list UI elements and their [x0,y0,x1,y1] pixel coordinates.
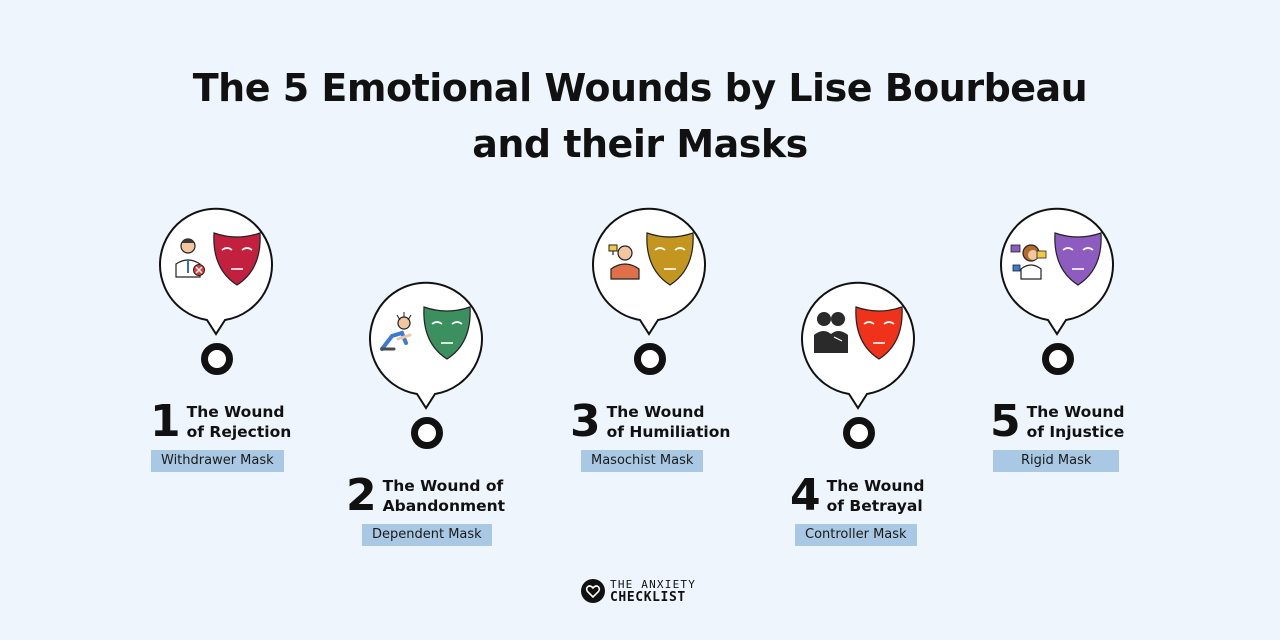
brand-text: THE ANXIETY CHECKLIST [610,578,696,604]
brand-line-2: CHECKLIST [610,590,686,605]
brand-line-1: THE ANXIETY [610,578,697,591]
title-line-1: The 5 Emotional Wounds by Lise Bourbeau [192,66,1088,110]
wound-number: 1 [150,396,181,447]
mask-badge: Masochist Mask [581,450,704,472]
wound-name: The Wound of Rejection [186,403,292,441]
wound-number: 5 [990,396,1021,447]
mask-badge: Rigid Mask [993,450,1120,472]
arguing-person-icon [1010,244,1047,280]
timeline-node [1042,343,1074,375]
wound-label: 2 The Wound of Abandonment [346,474,505,518]
wound-number: 2 [346,470,377,521]
wound-2: 2 The Wound of Abandonment Dependent Mas… [306,281,546,551]
wound-label: 1 The Wound of Rejection [150,400,291,444]
wound-3: 3 The Wound of Humiliation Masochist Mas… [529,207,769,477]
crawling-person-icon [380,312,412,351]
rejected-person-icon [175,238,205,278]
mask-icon [646,232,694,286]
mask-badge: Withdrawer Mask [151,450,284,472]
wound-4: 4 The Wound of Betrayal Controller Mask [738,281,978,551]
humiliated-person-icon [608,244,640,280]
heart-icon [581,579,605,603]
wound-1: 1 The Wound of Rejection Withdrawer Mask [96,207,336,477]
brand-logo: THE ANXIETY CHECKLIST [580,578,696,604]
wound-label: 5 The Wound of Injustice [990,400,1125,444]
speech-bubble [369,281,483,410]
timeline-node [201,343,233,375]
mask-icon [855,306,903,360]
wound-name: The Wound of Abandonment [382,477,506,515]
mask-icon [423,306,471,360]
wound-5: 5 The Wound of Injustice Rigid Mask [937,207,1177,477]
timeline-node [843,417,875,449]
wound-name: The Wound of Injustice [1026,403,1125,441]
speech-bubble [592,207,706,336]
wound-name: The Wound of Betrayal [826,477,925,515]
mask-icon [1054,232,1102,286]
mask-badge: Controller Mask [795,524,917,546]
title-line-2: and their Masks [472,122,808,166]
wound-name: The Wound of Humiliation [606,403,731,441]
page-title: The 5 Emotional Wounds by Lise Bourbeau … [0,60,1280,172]
timeline-node [411,417,443,449]
mask-badge: Dependent Mask [362,524,492,546]
wound-number: 3 [570,396,601,447]
wound-label: 4 The Wound of Betrayal [790,474,925,518]
speech-bubble [159,207,273,336]
hugging-people-icon [814,312,848,353]
speech-bubble [801,281,915,410]
mask-icon [213,232,261,286]
timeline-node [634,343,666,375]
wound-label: 3 The Wound of Humiliation [570,400,730,444]
wound-number: 4 [790,470,821,521]
speech-bubble [1000,207,1114,336]
